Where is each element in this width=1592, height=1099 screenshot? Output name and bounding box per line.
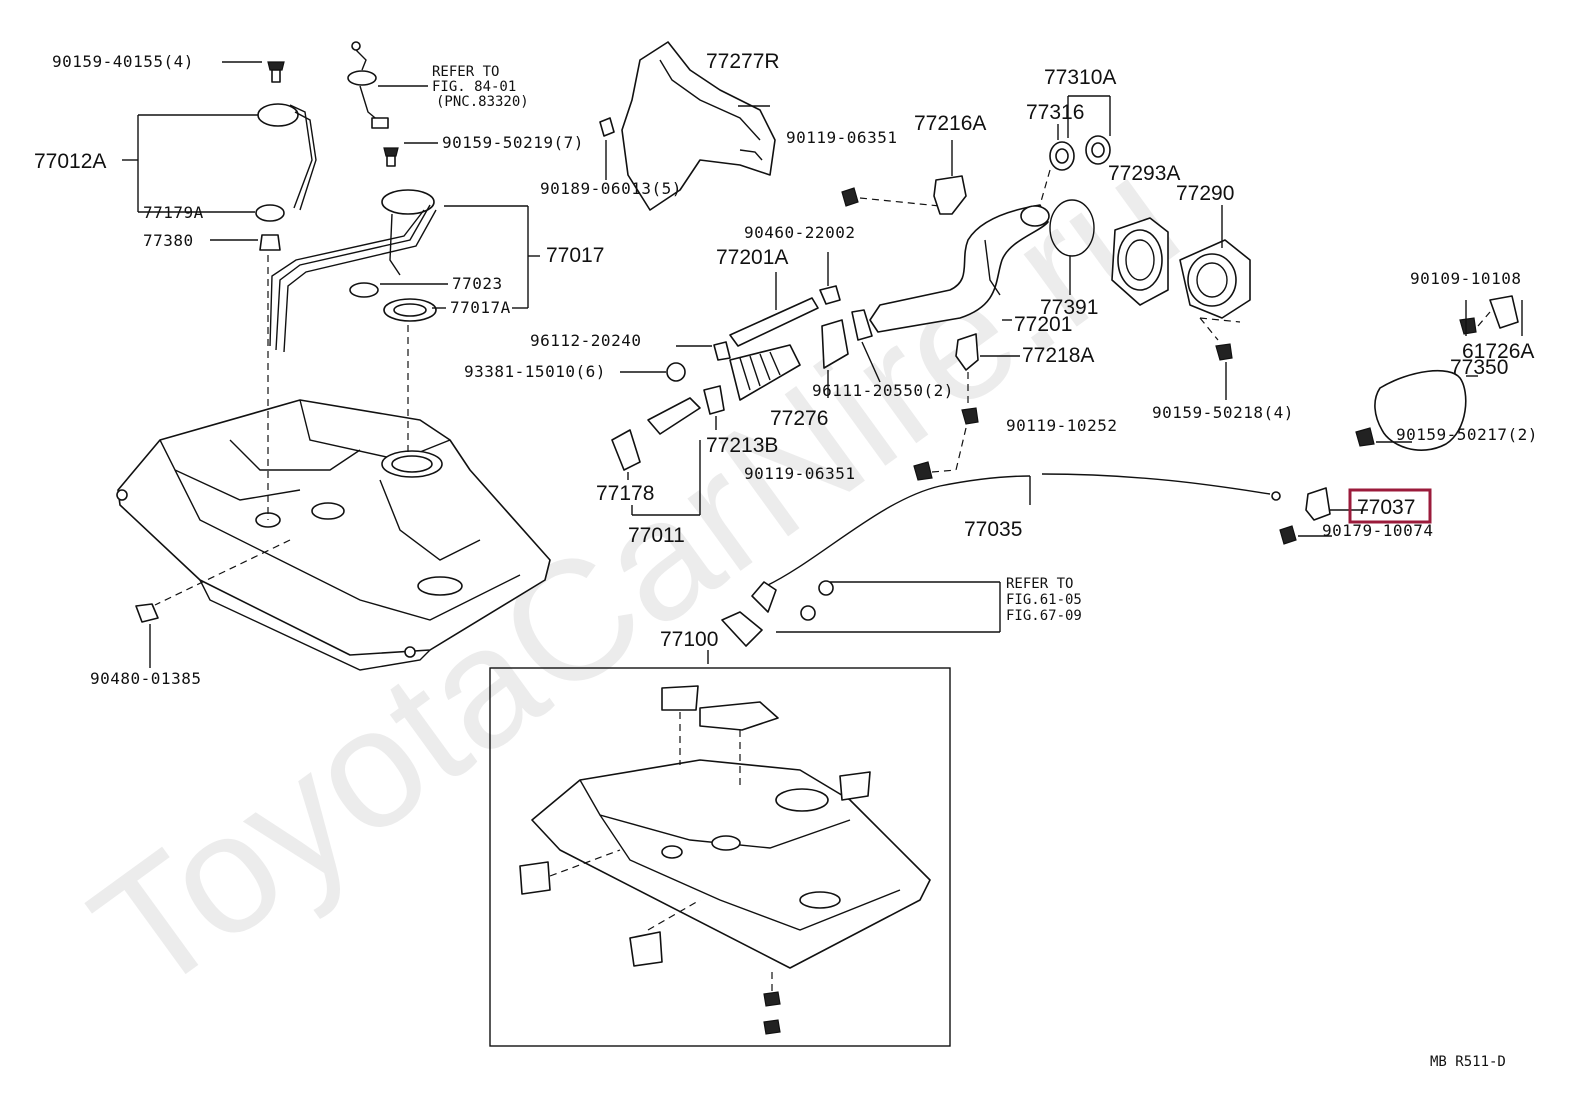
label-77350[interactable]: 77350	[1450, 356, 1508, 379]
label-77037[interactable]: 77037	[1357, 496, 1415, 519]
label-refer-61-line3[interactable]: FIG.67-09	[1006, 608, 1082, 624]
label-77179a[interactable]: 77179A	[143, 203, 204, 222]
label-77391[interactable]: 77391	[1040, 296, 1098, 319]
label-77012a[interactable]: 77012A	[34, 150, 106, 173]
label-77035[interactable]: 77035	[964, 518, 1022, 541]
label-77380[interactable]: 77380	[143, 231, 194, 250]
label-90119-10252[interactable]: 90119-10252	[1006, 416, 1117, 435]
label-90119-06351-top[interactable]: 90119-06351	[786, 128, 897, 147]
label-refer-84-01-line1: REFER TO	[432, 64, 499, 80]
label-refer-61-line1: REFER TO	[1006, 576, 1073, 592]
label-90159-50217[interactable]: 90159-50217(2)	[1396, 425, 1538, 444]
label-77017a[interactable]: 77017A	[450, 298, 511, 317]
label-93381-15010[interactable]: 93381-15010(6)	[464, 362, 606, 381]
label-61726a[interactable]: 61726A	[1462, 340, 1534, 363]
label-77290[interactable]: 77290	[1176, 182, 1234, 205]
part-labels: 90159-40155(4) 77012A 77179A 77380 REFER…	[34, 50, 1538, 1070]
highlight-box-77037	[1348, 488, 1432, 524]
label-90159-40155[interactable]: 90159-40155(4)	[52, 52, 194, 71]
label-refer-84-01-line3: (PNC.83320)	[436, 94, 529, 110]
left-parts	[122, 41, 540, 668]
label-96111-20550[interactable]: 96111-20550(2)	[812, 381, 954, 400]
label-77201a[interactable]: 77201A	[716, 246, 788, 269]
label-77277r[interactable]: 77277R	[706, 50, 780, 73]
label-77017[interactable]: 77017	[546, 244, 604, 267]
label-77023[interactable]: 77023	[452, 274, 503, 293]
label-77316[interactable]: 77316	[1026, 101, 1084, 124]
label-90480-01385[interactable]: 90480-01385	[90, 669, 201, 688]
label-77011[interactable]: 77011	[628, 524, 685, 547]
label-77213b[interactable]: 77213B	[706, 434, 778, 457]
fuel-tank-drawing	[116, 399, 551, 671]
label-77201[interactable]: 77201	[1014, 313, 1072, 336]
label-96112-20240[interactable]: 96112-20240	[530, 331, 641, 350]
label-77216a[interactable]: 77216A	[914, 112, 986, 135]
label-77310a[interactable]: 77310A	[1044, 66, 1116, 89]
tank-assembly-box	[489, 667, 951, 1047]
label-77276[interactable]: 77276	[770, 407, 828, 430]
diagram-code: MB R511-D	[1430, 1054, 1506, 1070]
label-77218a[interactable]: 77218A	[1022, 344, 1094, 367]
label-77178[interactable]: 77178	[596, 482, 654, 505]
label-90189-06013[interactable]: 90189-06013(5)	[540, 179, 682, 198]
fuel-lid-drawing	[1279, 295, 1523, 545]
label-refer-61-line2[interactable]: FIG.61-05	[1006, 592, 1082, 608]
label-refer-84-01-line2[interactable]: FIG. 84-01	[432, 79, 516, 95]
label-77100[interactable]: 77100	[660, 628, 718, 651]
filler-system-drawing	[599, 41, 1281, 664]
label-90159-50218[interactable]: 90159-50218(4)	[1152, 403, 1294, 422]
label-77293a[interactable]: 77293A	[1108, 162, 1180, 185]
label-90159-50219[interactable]: 90159-50219(7)	[442, 133, 584, 152]
label-90109-10108[interactable]: 90109-10108	[1410, 269, 1521, 288]
label-90179-10074[interactable]: 90179-10074	[1322, 521, 1433, 540]
label-90119-06351-bottom[interactable]: 90119-06351	[744, 464, 855, 483]
label-90460-22002[interactable]: 90460-22002	[744, 223, 855, 242]
